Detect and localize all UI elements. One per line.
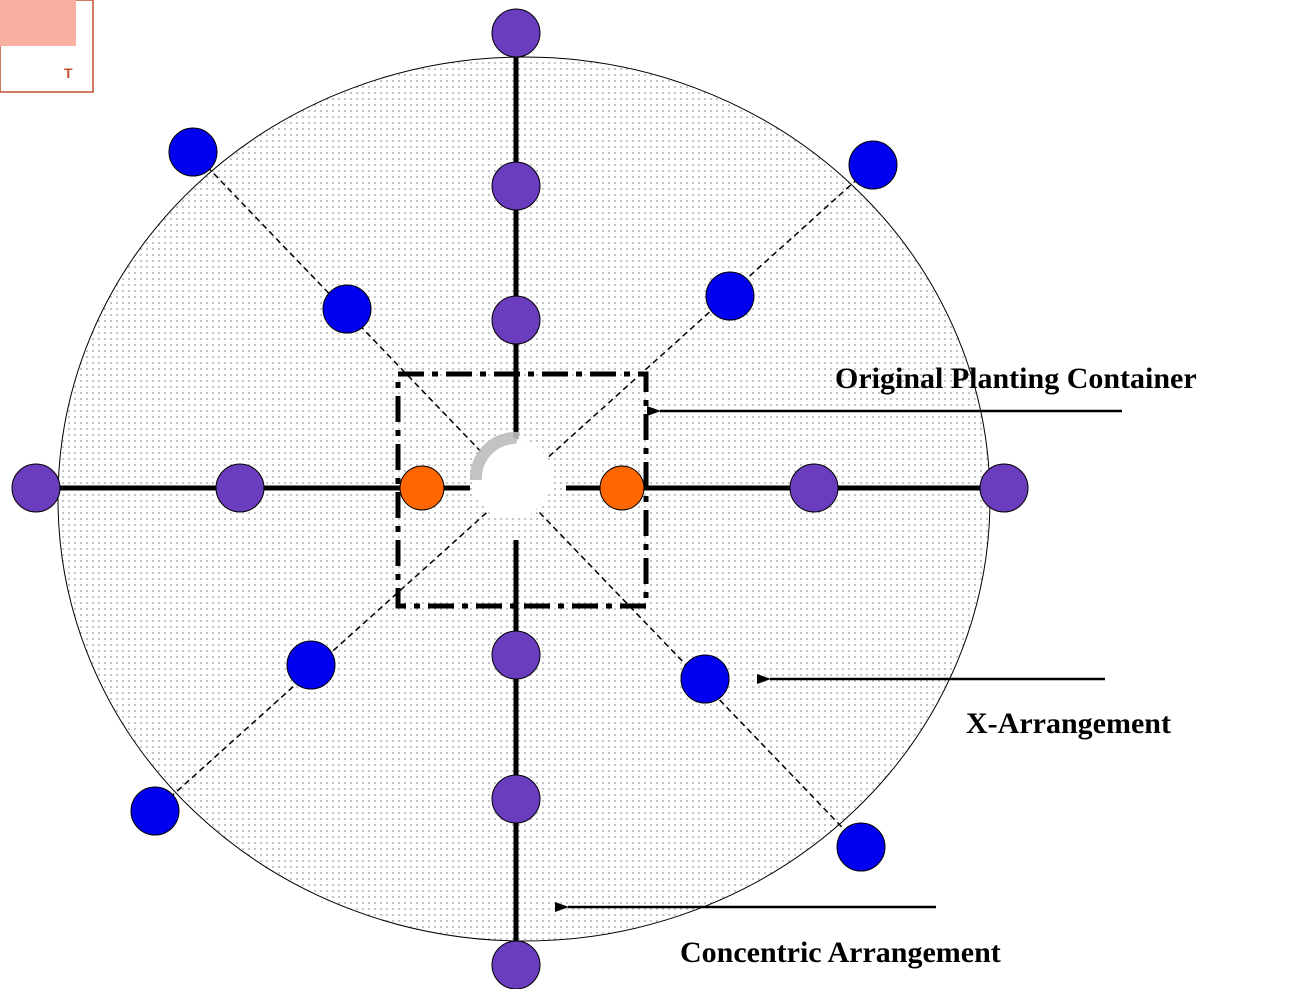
orange-markers — [399, 465, 645, 511]
corner-badge-fill — [0, 0, 76, 46]
purple-marker — [789, 463, 839, 513]
orange-marker — [399, 465, 445, 511]
purple-marker — [491, 8, 541, 58]
purple-marker — [491, 774, 541, 824]
blue-marker — [705, 271, 755, 321]
blue-marker — [836, 822, 886, 872]
centre-hole — [472, 438, 552, 518]
label-original-container: Original Planting Container — [835, 362, 1197, 395]
orange-marker — [599, 465, 645, 511]
purple-marker — [979, 463, 1029, 513]
blue-marker — [168, 127, 218, 177]
purple-marker — [215, 463, 265, 513]
label-x-arrangement: X-Arrangement — [966, 707, 1171, 740]
blue-marker — [680, 654, 730, 704]
blue-markers — [130, 127, 898, 872]
blue-marker — [130, 786, 180, 836]
centre-shadow — [469, 431, 520, 480]
blue-marker — [322, 284, 372, 334]
blue-marker — [848, 140, 898, 190]
blue-marker — [286, 640, 336, 690]
corner-badge-letter: T — [64, 65, 73, 81]
corner-badge: T — [0, 0, 94, 93]
purple-marker — [491, 940, 541, 989]
purple-marker — [491, 630, 541, 680]
purple-marker — [11, 463, 61, 513]
label-concentric-arrangement: Concentric Arrangement — [680, 936, 1001, 969]
purple-marker — [491, 161, 541, 211]
purple-markers — [11, 8, 1029, 989]
purple-marker — [491, 295, 541, 345]
